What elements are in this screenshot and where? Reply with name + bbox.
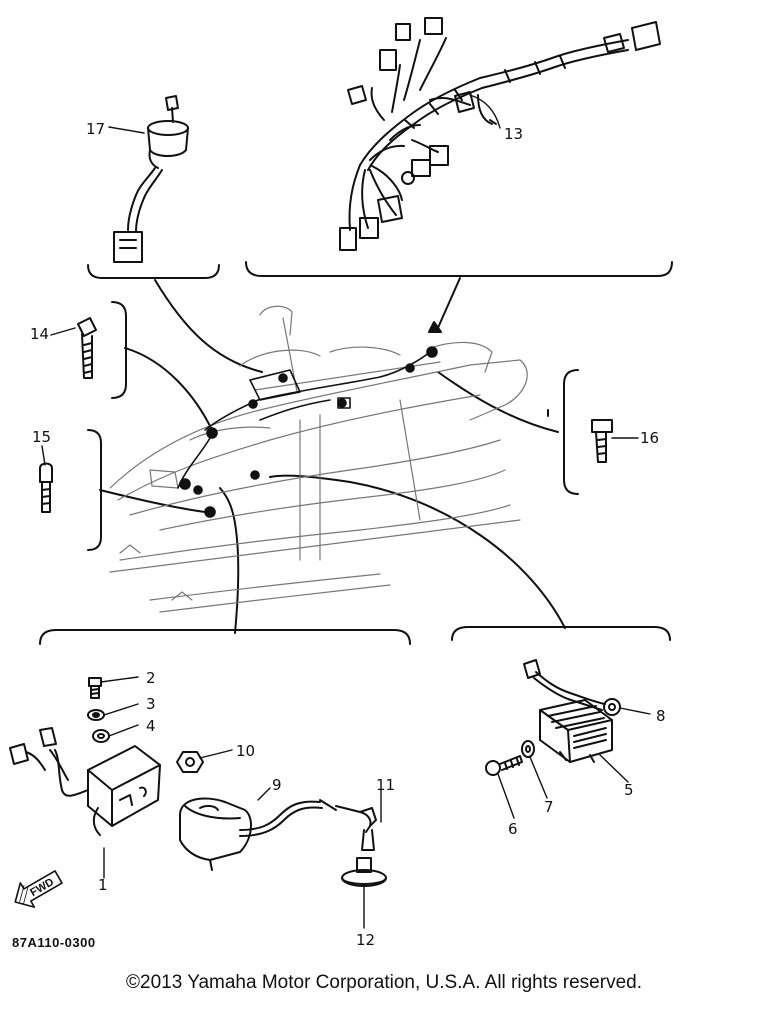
key-switch-part — [113, 95, 189, 263]
vehicle-wiring — [177, 346, 438, 518]
lead-wire-part — [523, 659, 621, 716]
callout-16: 16 — [640, 429, 659, 447]
callout-9: 9 — [272, 776, 282, 794]
callout-leaders — [41, 94, 651, 929]
regulator-part — [539, 699, 613, 763]
callout-2: 2 — [146, 669, 156, 687]
screw-part — [485, 755, 523, 776]
callout-13: 13 — [504, 125, 523, 143]
boot-cover-part — [341, 857, 387, 887]
parts-diagram: 17 13 14 15 16 2 3 4 10 9 11 12 1 8 5 7 … — [9, 17, 673, 950]
callout-4: 4 — [146, 717, 156, 735]
washer-part-7 — [521, 740, 535, 758]
callout-8: 8 — [656, 707, 666, 725]
snowmobile-sketch — [109, 305, 528, 613]
bracket-frames — [39, 261, 673, 645]
nut-part — [176, 751, 204, 773]
bolt-washer-set — [87, 677, 110, 743]
copyright-notice: ©2013 Yamaha Motor Corporation, U.S.A. A… — [126, 972, 642, 993]
callout-12: 12 — [356, 931, 375, 949]
callout-7: 7 — [544, 798, 554, 816]
callout-numbers: 17 13 14 15 16 2 3 4 10 9 11 12 1 8 5 7 … — [30, 120, 666, 949]
part-code: 87A110-0300 — [12, 935, 96, 950]
callout-15: 15 — [32, 428, 51, 446]
callout-10: 10 — [236, 742, 255, 760]
ignition-coil-part — [179, 797, 337, 871]
clamp-part-14 — [77, 317, 97, 379]
callout-3: 3 — [146, 695, 156, 713]
wire-harness-part — [339, 17, 661, 251]
plug-cap-part — [335, 805, 377, 851]
leader-lines — [99, 277, 566, 634]
callout-14: 14 — [30, 325, 49, 343]
callout-17: 17 — [86, 120, 105, 138]
clamp-part-15 — [39, 462, 53, 513]
fwd-label: FWD — [28, 876, 56, 899]
cdi-unit-part — [9, 727, 161, 836]
callout-5: 5 — [624, 781, 634, 799]
clamp-part-16 — [591, 419, 613, 463]
callout-11: 11 — [376, 776, 395, 794]
callout-6: 6 — [508, 820, 518, 838]
fwd-arrow-icon: FWD — [14, 870, 63, 908]
callout-1: 1 — [98, 876, 108, 894]
